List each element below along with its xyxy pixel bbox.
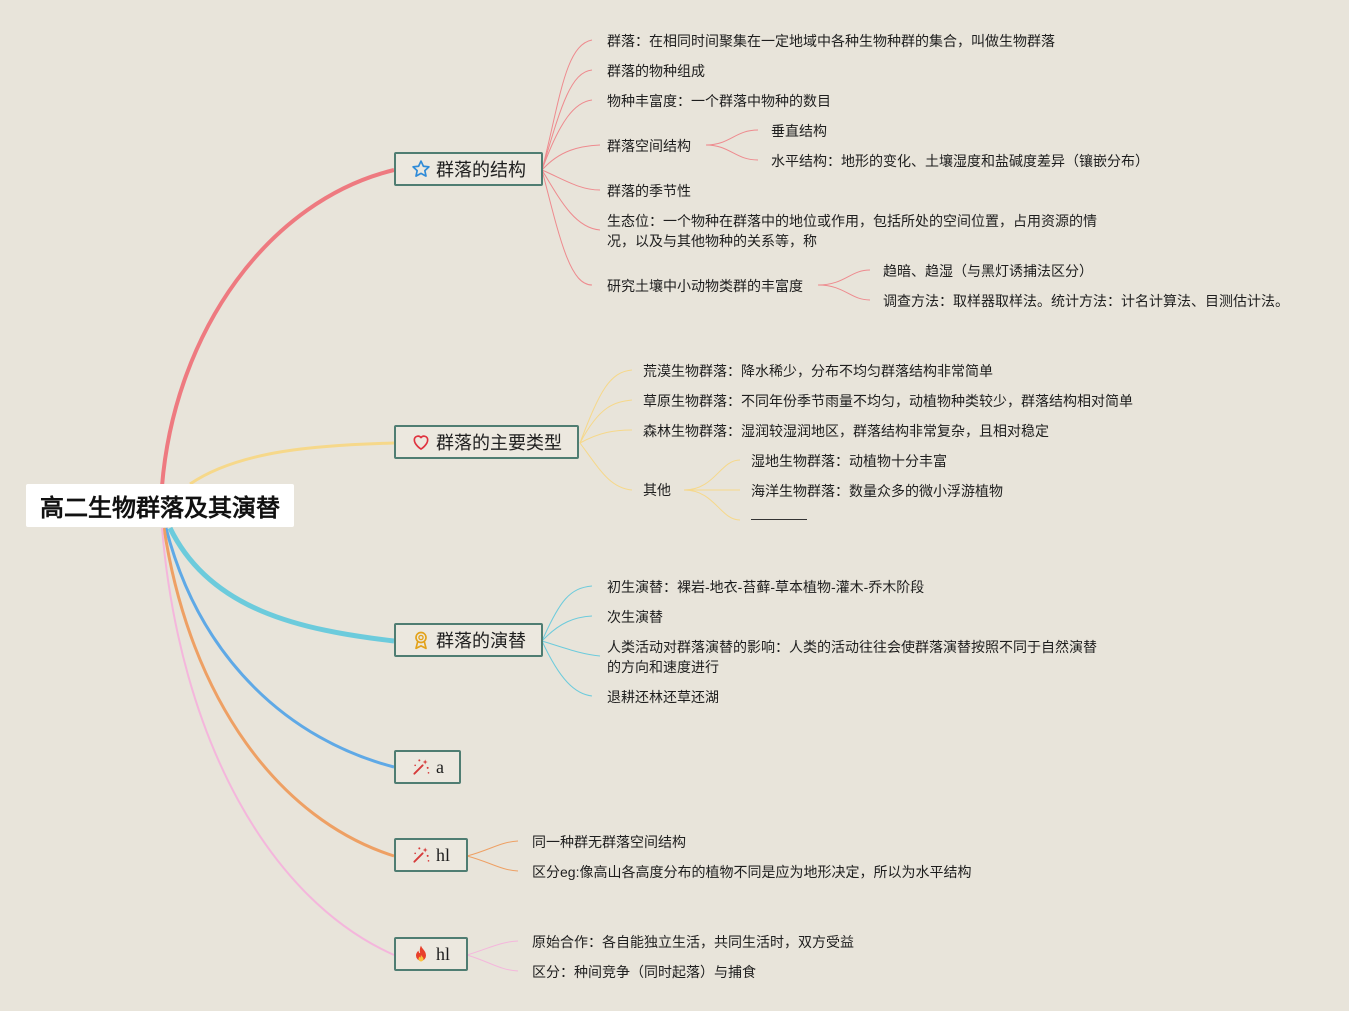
root-topic[interactable]: 高二生物群落及其演替: [26, 484, 294, 527]
subtopic-restore[interactable]: 退耕还林还草还湖: [607, 689, 719, 705]
structure-connectors: [541, 39, 871, 301]
subtopic-niche[interactable]: 生态位：一个物种在群落中的地位或作用，包括所处的空间位置，占用资源的情况，以及与…: [607, 213, 1097, 249]
subtopic-soil-study[interactable]: 研究土壤中小动物类群的丰富度: [607, 278, 803, 294]
subtopic-same-population[interactable]: 同一种群无群落空间结构: [532, 834, 686, 850]
fire-icon: [410, 943, 432, 965]
topic-types-label: 群落的主要类型: [436, 433, 562, 453]
branch-types: [189, 441, 395, 486]
subtopic-other[interactable]: 其他: [643, 482, 671, 498]
topic-hl-1[interactable]: hl: [394, 838, 468, 872]
topic-structure[interactable]: 群落的结构: [394, 152, 543, 186]
subtopic-richness[interactable]: 物种丰富度：一个群落中物种的数目: [607, 93, 831, 109]
subtopic-seasonal[interactable]: 群落的季节性: [607, 183, 691, 199]
subtopic-desert[interactable]: 荒漠生物群落：降水稀少，分布不均匀群落结构非常简单: [643, 363, 993, 379]
topic-hl-1-label: hl: [436, 844, 451, 865]
topic-hl-2-label: hl: [436, 943, 451, 964]
heart-icon: [410, 431, 432, 453]
medal-icon: [410, 629, 432, 651]
branch-hl1: [162, 527, 395, 858]
subtopic-distinguish-eg[interactable]: 区分eg:像高山各高度分布的植物不同是应为地形决定，所以为水平结构: [532, 864, 972, 880]
subtopic-definition[interactable]: 群落：在相同时间聚集在一定地域中各种生物种群的集合，叫做生物群落: [607, 33, 1055, 49]
subtopic-forest[interactable]: 森林生物群落：湿润较湿润地区，群落结构非常复杂，且相对稳定: [643, 423, 1049, 439]
subtopic-vertical[interactable]: 垂直结构: [771, 123, 827, 139]
branch-hl2: [161, 527, 395, 956]
topic-types[interactable]: 群落的主要类型: [394, 425, 579, 459]
topic-succession-label: 群落的演替: [436, 631, 526, 651]
subtopic-human[interactable]: 人类活动对群落演替的影响：人类的活动往往会使群落演替按照不同于自然演替的方向和速…: [607, 639, 1097, 675]
subtopic-ocean[interactable]: 海洋生物群落：数量众多的微小浮游植物: [751, 483, 1003, 499]
hl1-connectors: [466, 840, 519, 872]
subtopic-grassland[interactable]: 草原生物群落：不同年份季节雨量不均匀，动植物种类较少，群落结构相对简单: [643, 393, 1133, 409]
topic-a[interactable]: a: [394, 750, 461, 784]
subtopic-secondary[interactable]: 次生演替: [607, 609, 663, 625]
magic-wand-icon: [410, 756, 432, 778]
topic-a-label: a: [436, 756, 444, 777]
subtopic-spatial[interactable]: 群落空间结构: [607, 138, 691, 154]
subtopic-horizontal[interactable]: 水平结构：地形的变化、土壤湿度和盐碱度差异（镶嵌分布）: [771, 153, 1149, 169]
subtopic-soil-habit[interactable]: 趋暗、趋湿（与黑灯诱捕法区分）: [883, 263, 1093, 279]
branch-succession: [167, 526, 395, 644]
topic-structure-label: 群落的结构: [436, 160, 526, 180]
magic-wand-icon: [410, 844, 432, 866]
types-connectors: [579, 369, 741, 521]
root-title: 高二生物群落及其演替: [40, 495, 280, 522]
branch-structure: [160, 168, 395, 487]
subtopic-cooperation[interactable]: 原始合作：各自能独立生活，共同生活时，双方受益: [532, 934, 854, 950]
topic-succession[interactable]: 群落的演替: [394, 623, 543, 657]
branch-a: [164, 527, 395, 769]
subtopic-primary[interactable]: 初生演替：裸岩-地衣-苔藓-草本植物-灌木-乔木阶段: [607, 579, 925, 595]
star-icon: [410, 158, 432, 180]
subtopic-composition[interactable]: 群落的物种组成: [607, 63, 705, 79]
subtopic-soil-method[interactable]: 调查方法：取样器取样法。统计方法：计名计算法、目测估计法。: [883, 293, 1289, 309]
subtopic-distinguish-competition[interactable]: 区分：种间竞争（同时起落）与捕食: [532, 964, 756, 980]
topic-hl-2[interactable]: hl: [394, 937, 468, 971]
subtopic-wetland[interactable]: 湿地生物群落：动植物十分丰富: [751, 453, 947, 469]
hl2-connectors: [466, 940, 519, 972]
subtopic-blank-line[interactable]: [751, 519, 807, 520]
succession-connectors: [541, 585, 601, 697]
